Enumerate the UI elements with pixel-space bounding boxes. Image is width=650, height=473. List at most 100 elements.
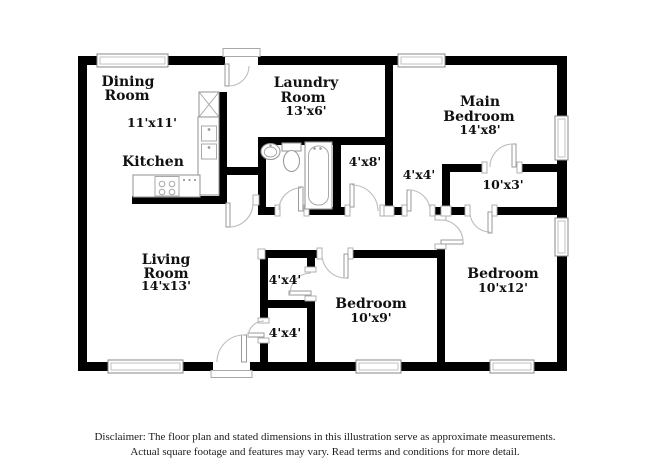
bathtub-tap-dot: [313, 147, 316, 150]
doors: [210, 48, 523, 378]
door-jamb: [304, 266, 317, 273]
door-closet-bedroom3: [464, 204, 498, 234]
bathtub-tap-dot: [319, 147, 322, 150]
door-swing-arc: [216, 334, 245, 363]
label-entry-nook-dims: 4'x4': [403, 167, 436, 182]
label-living-dims: 14'x13': [141, 278, 191, 293]
door-jamb: [429, 204, 436, 217]
sink-basin-icon: [201, 143, 217, 160]
sink-tap-dot: [269, 144, 272, 147]
bathtub-basin: [308, 145, 329, 206]
door-jamb: [252, 194, 260, 206]
label-closet-bottom-dims: 4'x4': [269, 325, 302, 340]
stove-burner: [158, 180, 166, 188]
door-opening: [470, 206, 492, 216]
door-jamb: [316, 247, 323, 260]
window-glass: [110, 362, 181, 371]
wall-main-closet-left: [442, 164, 450, 215]
door-jamb: [464, 204, 471, 217]
kitchen-cabinet-run: [197, 116, 220, 196]
label-living-name: Room: [143, 266, 188, 282]
door-opening: [259, 323, 269, 338]
wall-bath-hall-divider: [333, 141, 341, 215]
window-frame: [107, 359, 184, 374]
label-dining-name: Room: [104, 88, 149, 104]
door-opening: [350, 206, 380, 216]
window-glass: [358, 362, 399, 371]
label-laundry-name: Room: [280, 90, 325, 106]
door-swing-arc: [408, 189, 431, 212]
label-dining-dims: 11'x11': [127, 115, 177, 130]
door-swing-arc: [278, 187, 302, 211]
door-bedroom2: [316, 247, 354, 279]
label-living-name: Living: [142, 252, 191, 268]
label-hall-dims: 4'x8': [349, 154, 382, 169]
door-jamb: [481, 161, 488, 174]
bathroom-fixtures: [260, 141, 333, 210]
stove-burner: [158, 188, 166, 196]
door-hall-4x8: [344, 183, 386, 217]
window-glass: [557, 220, 566, 254]
door-jamb: [516, 161, 523, 174]
door-leaf: [406, 189, 412, 212]
stove-icon: [154, 176, 180, 197]
door-opening: [407, 206, 430, 216]
window-frame: [397, 53, 446, 68]
wall-closets-divider: [260, 300, 315, 308]
door-closet-bottom: [247, 317, 270, 344]
door-opening: [306, 272, 316, 296]
door-swing-arc: [228, 65, 250, 87]
door-opening: [487, 163, 517, 173]
disclaimer: Disclaimer: The floor plan and stated di…: [94, 431, 555, 458]
door-opening: [322, 249, 348, 259]
label-dining-name: Dining: [102, 74, 155, 90]
stove-burner: [168, 180, 176, 188]
wall-kitchen-vertical: [219, 92, 227, 204]
window-glass: [557, 118, 566, 158]
window-bedroom2-bottom: [355, 359, 402, 374]
window-dining: [96, 53, 169, 68]
door-swing-arc: [440, 219, 464, 243]
door-jamb: [347, 247, 354, 260]
wall-top: [78, 56, 567, 65]
door-pantry-nook: [225, 194, 260, 228]
toilet-bowl-icon: [282, 149, 301, 173]
window-main-bedroom-right: [554, 115, 569, 161]
wall-closets-right: [307, 250, 315, 362]
window-main-bedroom-top: [397, 53, 446, 68]
window-glass: [492, 362, 532, 371]
wall-laundry-mainbed-divider: [385, 56, 393, 215]
window-living: [107, 359, 184, 374]
wall-jamb: [440, 205, 452, 217]
door-leaf: [241, 334, 247, 363]
door-jamb: [304, 295, 317, 302]
stove-burner: [168, 188, 176, 196]
door-opening: [436, 220, 446, 244]
window-bedroom3-right: [554, 217, 569, 257]
room-labels: Dining Room 11'x11' Kitchen Laundry Room…: [102, 74, 539, 340]
disclaimer-line2: Actual square footage and features may v…: [130, 446, 520, 458]
door-main-bedroom: [401, 189, 436, 217]
sink-basin-icon: [201, 125, 217, 142]
wall-laundry-divider: [258, 137, 393, 145]
window-frame: [554, 217, 569, 257]
disclaimer-line1: Disclaimer: The floor plan and stated di…: [94, 431, 555, 443]
wall-left: [78, 56, 87, 371]
door-swing-arc: [351, 184, 379, 212]
window-frame: [554, 115, 569, 161]
door-swing-arc: [489, 143, 514, 168]
kitchen-fixtures: [132, 91, 220, 198]
door-main-closet: [481, 143, 523, 174]
window-bedroom3-bottom: [489, 359, 535, 374]
wall-jamb: [383, 205, 395, 217]
stove-knob: [193, 178, 197, 182]
label-main-bedroom-name: Bedroom: [443, 109, 515, 125]
label-closet-top-dims: 4'x4': [269, 272, 302, 287]
stove-knob: [188, 178, 191, 182]
door-leaf: [247, 332, 265, 338]
door-jamb: [491, 204, 498, 217]
wall-bedroom-divider: [437, 207, 445, 371]
sink-bowl: [263, 146, 278, 158]
door-back-entry: [222, 48, 261, 87]
